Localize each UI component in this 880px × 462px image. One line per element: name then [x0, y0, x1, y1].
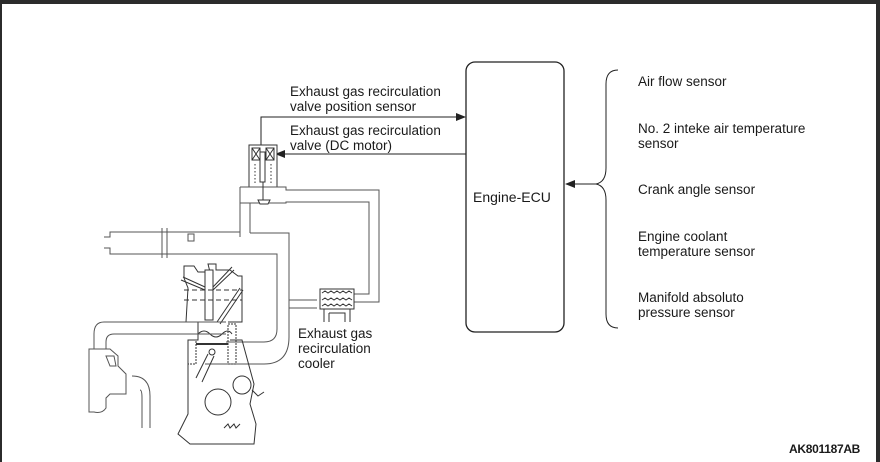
engine-ecu-box — [465, 61, 565, 333]
position-sensor-label-line2: valve position sensor — [290, 99, 417, 114]
cooler-label-line3: cooler — [298, 356, 335, 371]
sensor-map-line1: Manifold absoluto — [638, 290, 744, 305]
turbocharger-icon — [88, 321, 226, 428]
sensor-air-flow: Air flow sensor — [638, 74, 727, 89]
figure-code: AK801187AB — [789, 442, 861, 456]
diagram-canvas: Exhaust gas recirculation valve position… — [2, 4, 876, 462]
egr-pipework — [104, 182, 380, 365]
sensor-crank-angle: Crank angle sensor — [638, 182, 756, 197]
cooler-label-line1: Exhaust gas — [298, 326, 373, 341]
position-sensor-signal-arrow — [260, 113, 466, 145]
sensor-intake-air-temp-line2: sensor — [638, 136, 679, 151]
engine-ecu-label: Engine-ECU — [473, 189, 551, 205]
sensor-coolant-temp-line2: temperature sensor — [638, 244, 756, 259]
cooler-label-line2: recirculation — [298, 341, 371, 356]
dc-motor-label-line2: valve (DC motor) — [290, 138, 393, 153]
sensor-intake-air-temp-line1: No. 2 inteke air temperature — [638, 121, 806, 136]
engine-icon — [177, 263, 265, 445]
position-sensor-label-line1: Exhaust gas recirculation — [290, 84, 441, 99]
egr-valve-icon — [248, 144, 278, 188]
egr-system-diagram — [88, 61, 619, 445]
sensor-coolant-temp-line1: Engine coolant — [638, 229, 728, 244]
dc-motor-label-line1: Exhaust gas recirculation — [290, 123, 441, 138]
sensor-map-line2: pressure sensor — [638, 305, 735, 320]
sensor-group-brace — [595, 69, 619, 329]
egr-cooler-icon — [319, 288, 355, 322]
